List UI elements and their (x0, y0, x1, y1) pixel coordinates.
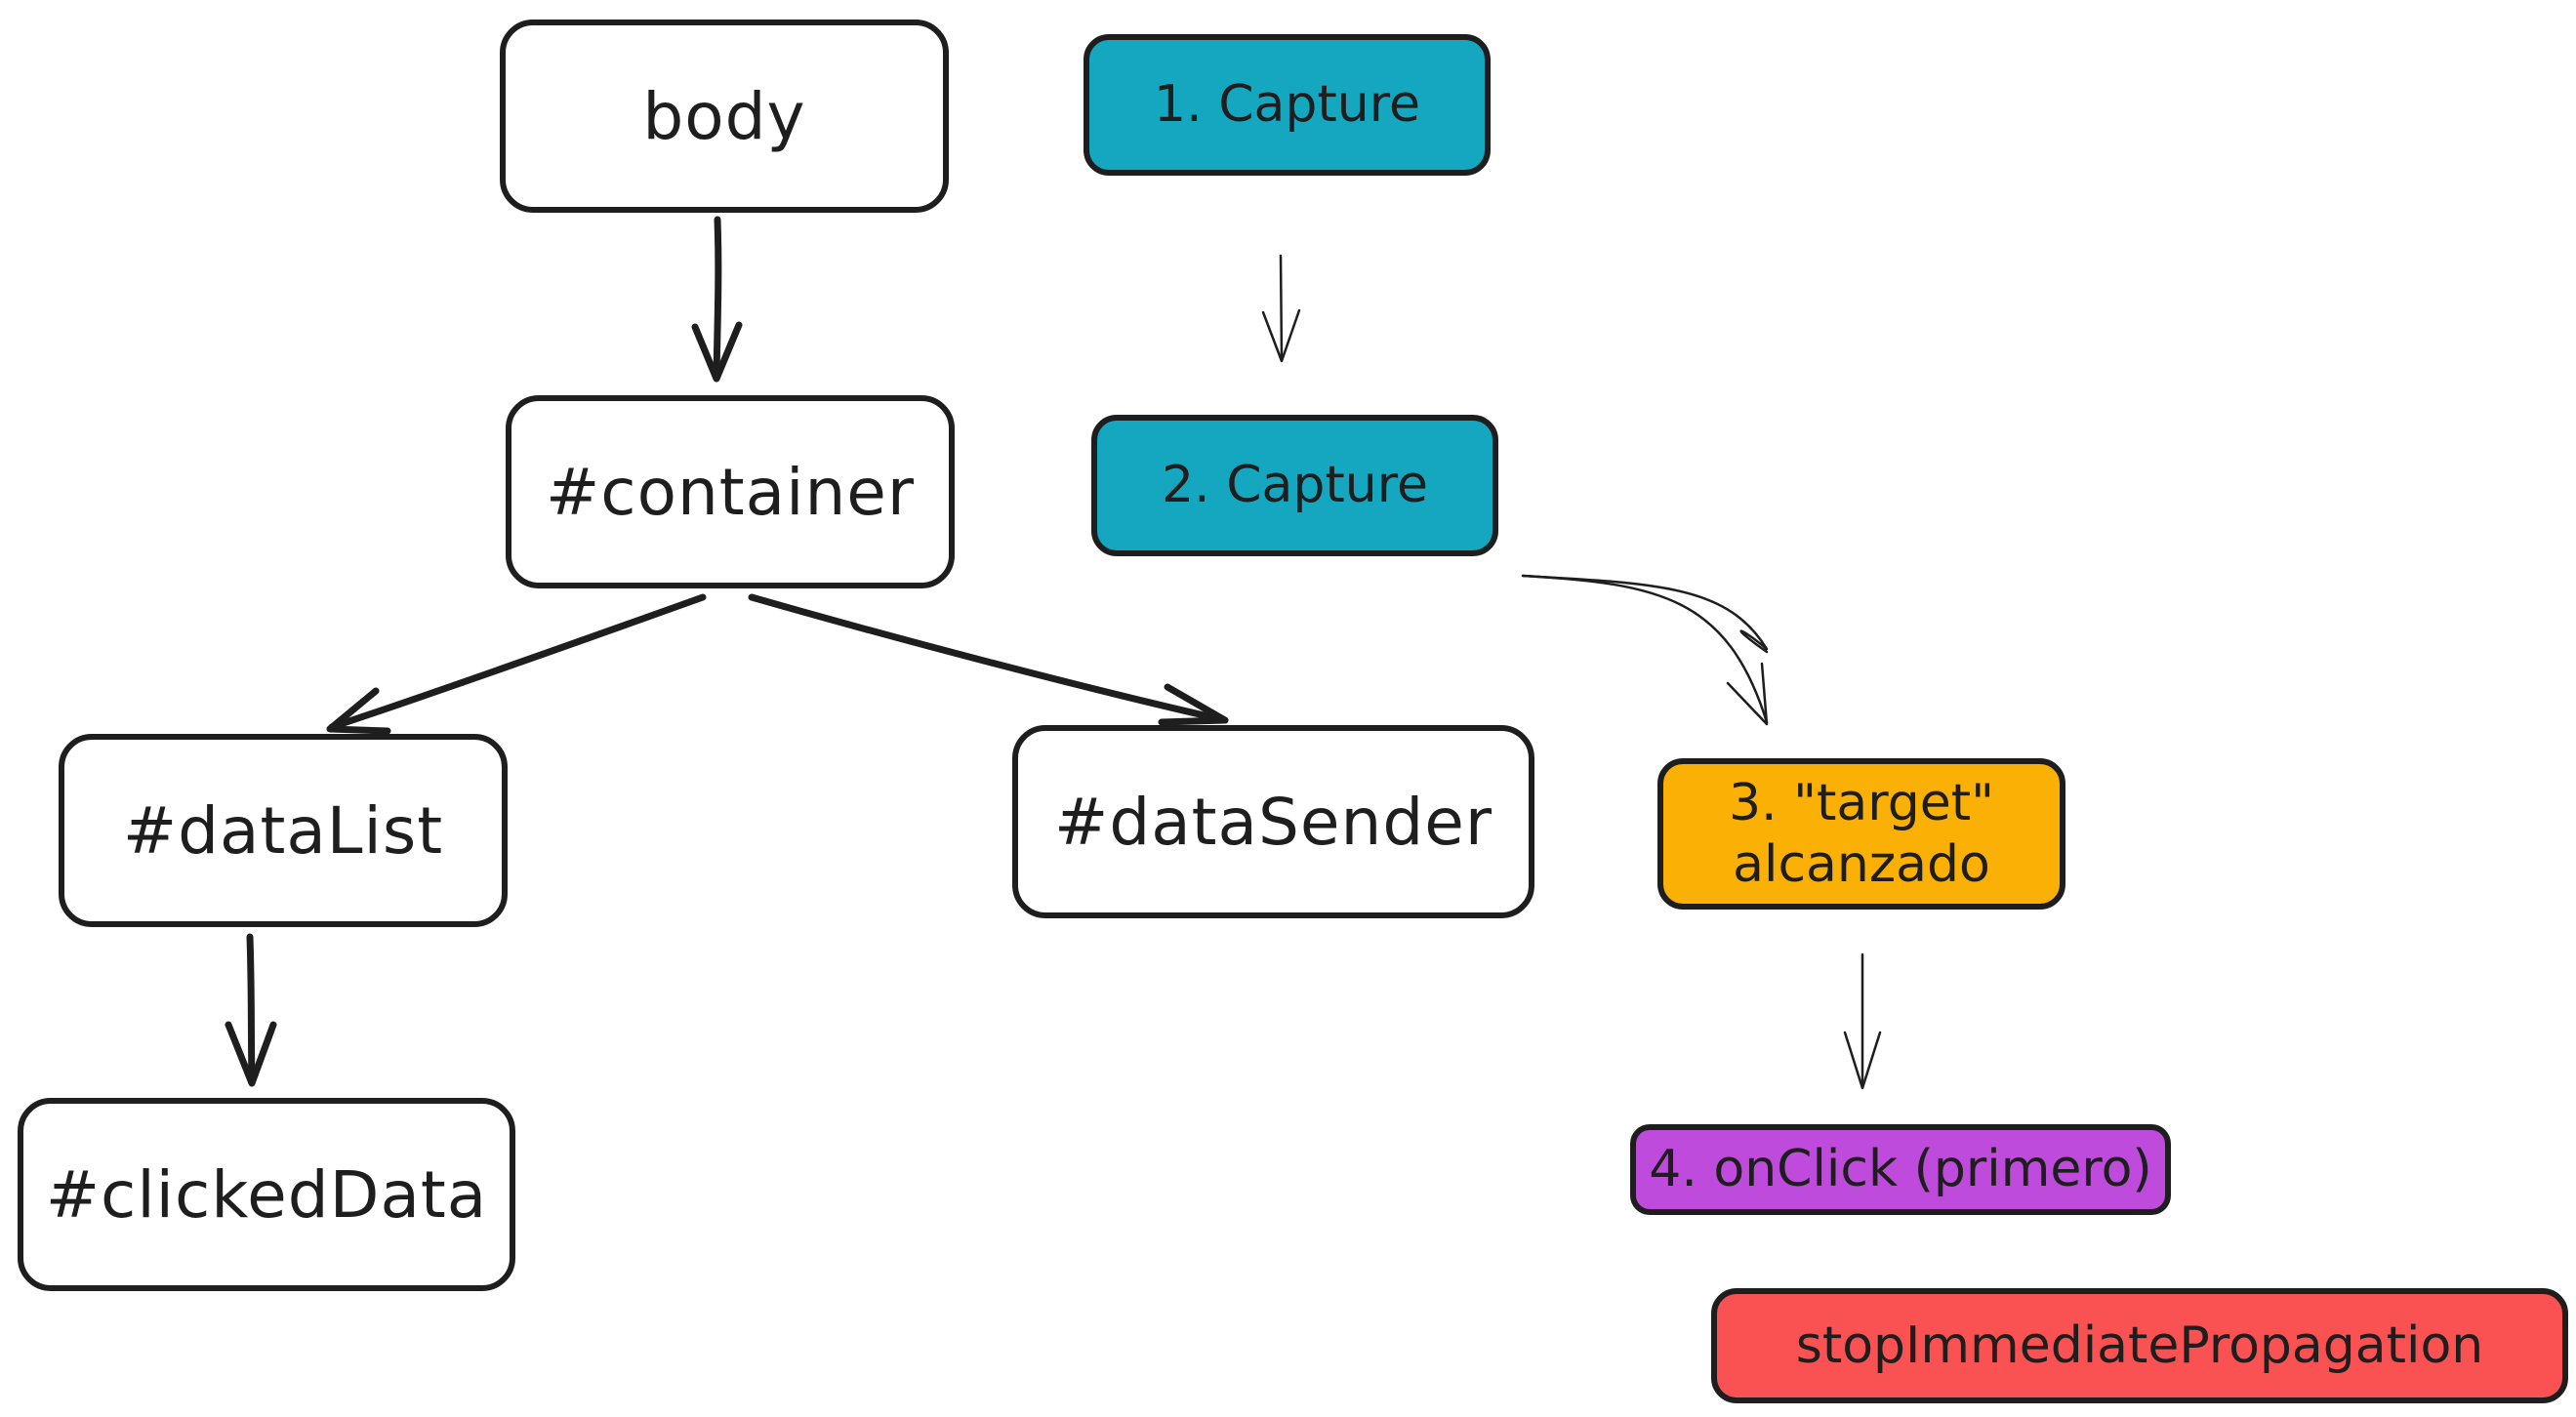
step-stop-label: stopImmediatePropagation (1795, 1316, 2484, 1375)
node-clickeddata: #clickedData (18, 1098, 515, 1291)
arrow-target-to-onclick (1843, 952, 1882, 1090)
step-capture-1: 1. Capture (1084, 34, 1491, 176)
node-clickeddata-label: #clickedData (45, 1156, 488, 1233)
step-onclick-label: 4. onClick (primero) (1649, 1140, 2152, 1199)
node-datalist-label: #dataList (122, 792, 444, 869)
node-datalist: #dataList (59, 734, 508, 927)
arrow-container-to-datalist (326, 593, 707, 735)
node-body: body (500, 20, 949, 213)
arrow-datalist-to-clickeddata (225, 933, 277, 1087)
step-target-reached: 3. "target" alcanzado (1657, 758, 2065, 910)
arrow-container-to-datasender (748, 593, 1229, 726)
step-stop-immediate-propagation: stopImmediatePropagation (1711, 1288, 2568, 1403)
arrow-capture1-to-capture2 (1261, 254, 1301, 363)
step-onclick: 4. onClick (primero) (1630, 1124, 2171, 1215)
step-capture-2-label: 2. Capture (1162, 456, 1428, 515)
step-target-reached-label: 3. "target" alcanzado (1728, 774, 1995, 894)
step-capture-2: 2. Capture (1091, 415, 1498, 556)
step-capture-1-label: 1. Capture (1154, 75, 1420, 135)
node-container: #container (506, 395, 955, 588)
arrow-body-to-container (691, 216, 743, 383)
node-body-label: body (642, 78, 806, 154)
node-datasender-label: #dataSender (1054, 784, 1492, 860)
node-container-label: #container (545, 454, 916, 530)
node-datasender: #dataSender (1012, 725, 1534, 918)
arrow-capture2-to-target (1521, 574, 1769, 726)
